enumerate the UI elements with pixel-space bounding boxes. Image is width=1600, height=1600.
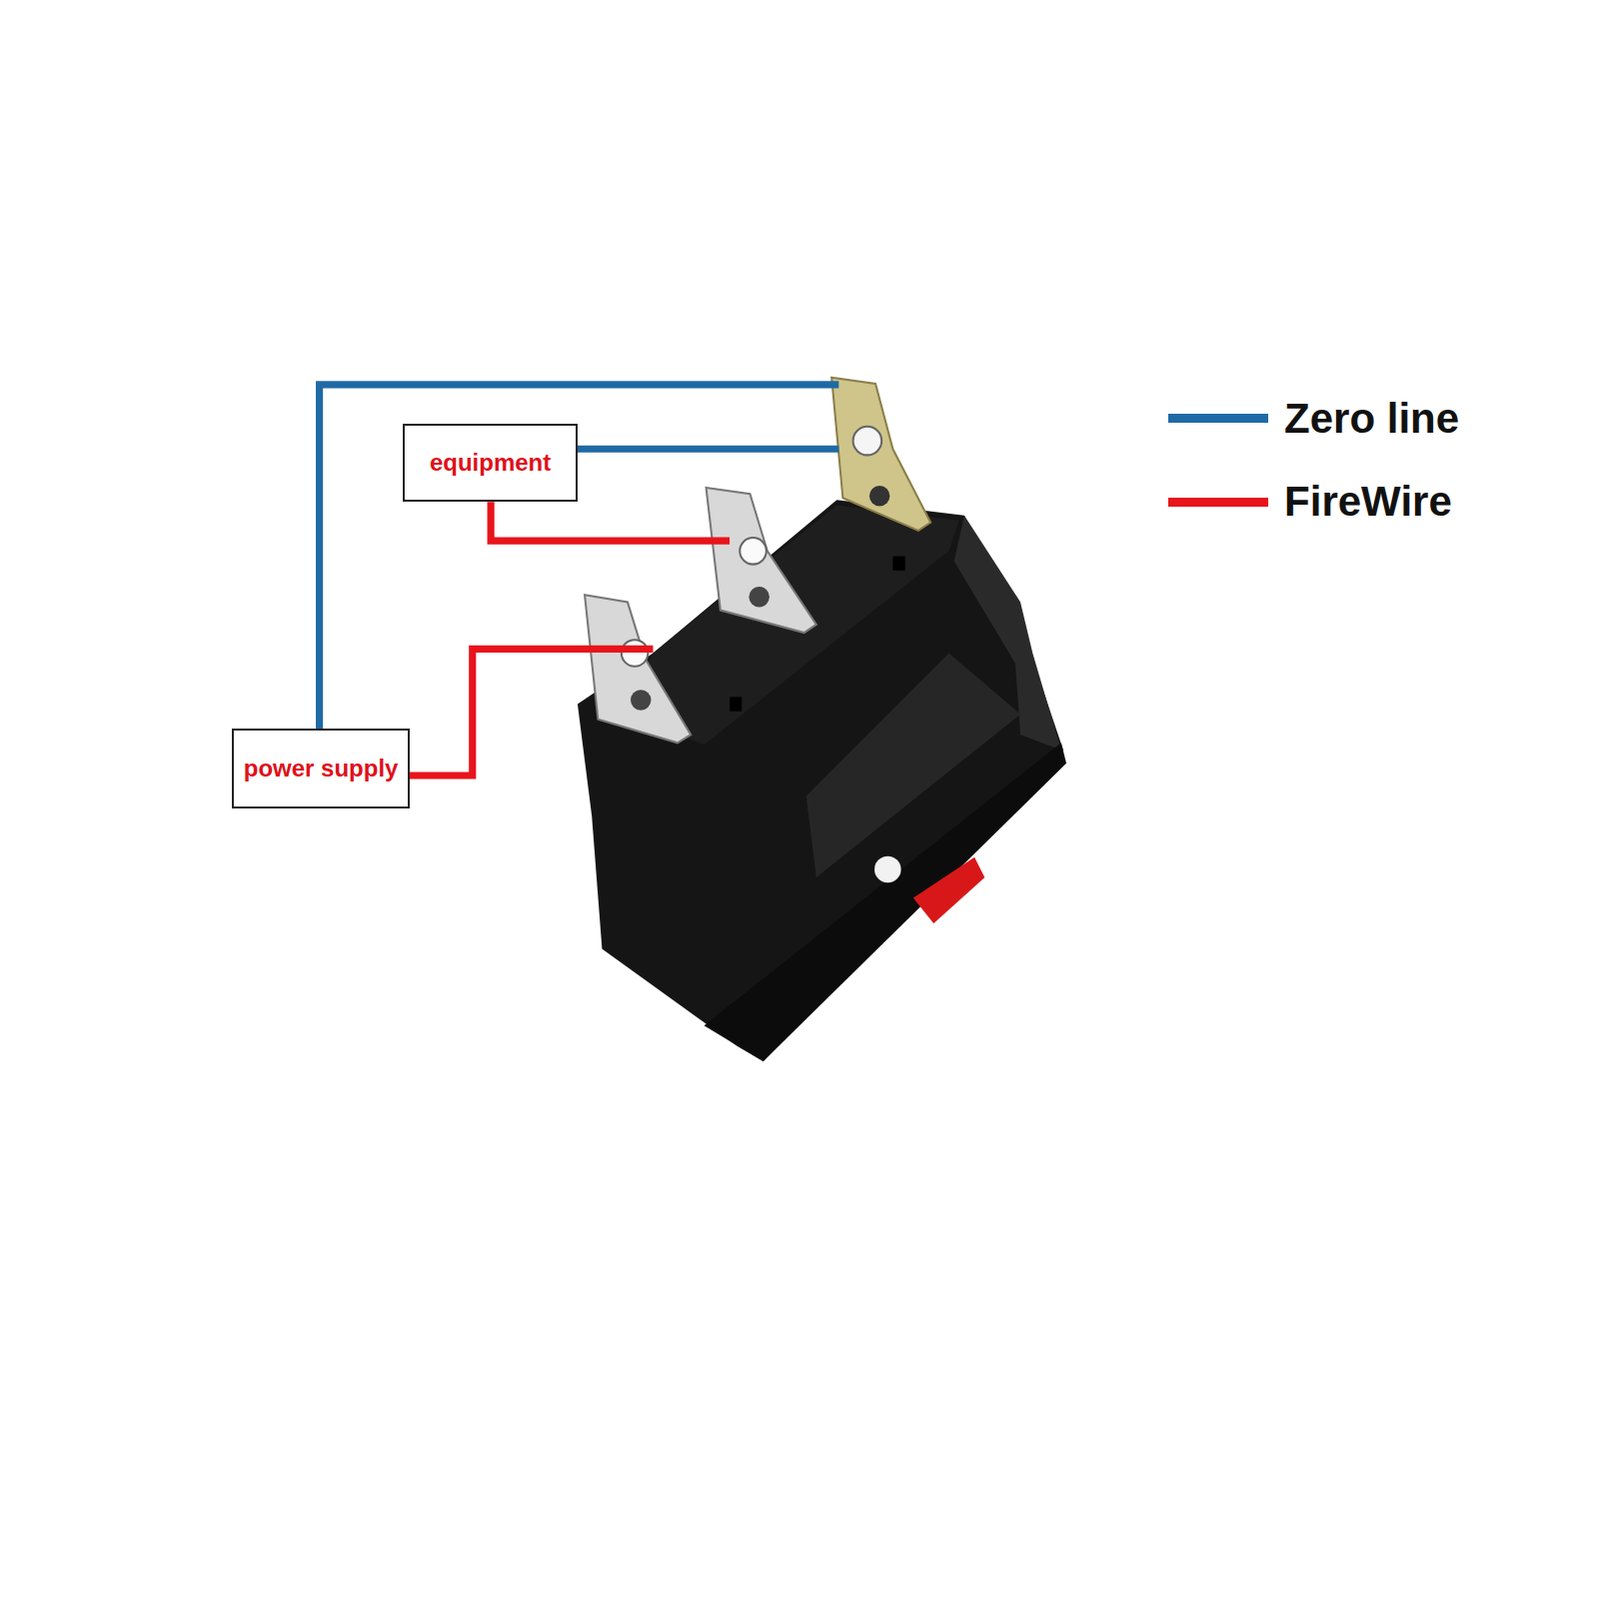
body-notch: [729, 696, 742, 711]
zero-line-wire: [577, 445, 839, 453]
legend-label: Zero line: [1284, 394, 1460, 443]
legend-entry: FireWire: [1168, 477, 1453, 526]
legend-entry: Zero line: [1168, 394, 1460, 443]
terminal-silver: [706, 487, 817, 633]
label-box: power supply: [231, 728, 411, 809]
fire-wire: [407, 648, 653, 776]
body-notch: [892, 555, 905, 570]
legend-line: [1168, 497, 1269, 507]
legend-label: FireWire: [1284, 477, 1453, 526]
terminal-gold: [831, 377, 931, 531]
fire-wire: [490, 501, 730, 541]
terminal-silver: [584, 594, 691, 743]
rocker-button: [913, 857, 985, 924]
label-box: equipment: [402, 423, 578, 503]
zero-line-wire: [319, 384, 840, 729]
box-label: power supply: [243, 754, 399, 783]
switch-face-shade: [806, 652, 1021, 878]
indicator-dot: [874, 856, 902, 884]
legend-line: [1168, 413, 1269, 423]
box-label: equipment: [429, 448, 551, 477]
